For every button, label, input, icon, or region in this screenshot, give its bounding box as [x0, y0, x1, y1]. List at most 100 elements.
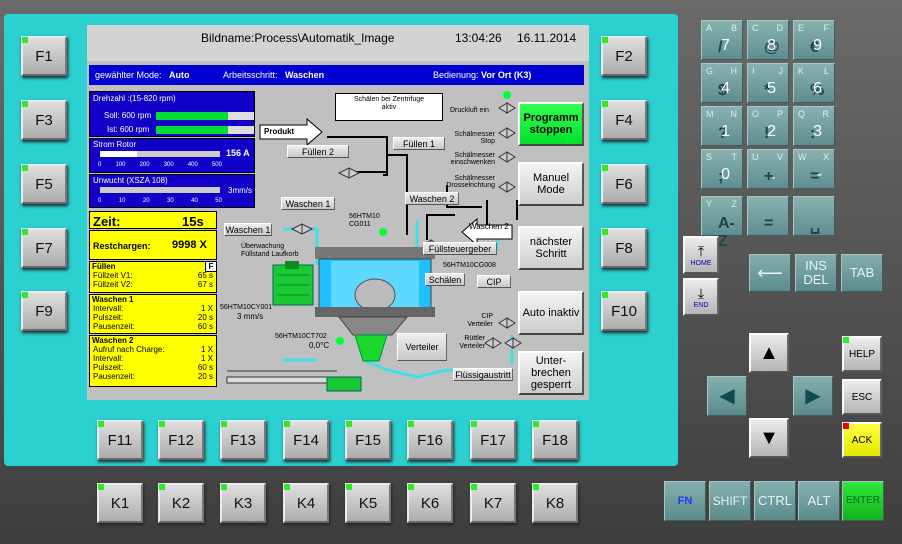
- k5-key[interactable]: K5: [345, 483, 391, 523]
- k8-key[interactable]: K8: [532, 483, 578, 523]
- time-value: 15s: [182, 214, 204, 229]
- alt-key[interactable]: ALT: [798, 481, 840, 521]
- end-key[interactable]: ⤓END: [683, 278, 719, 316]
- key-number: 5: [767, 80, 776, 97]
- key-symbol: A-Z: [718, 215, 735, 250]
- f6-key[interactable]: F6: [601, 164, 647, 204]
- f9-key[interactable]: F9: [21, 291, 67, 331]
- speed-title: Drehzahl :(15-820 rpm): [93, 94, 176, 103]
- sensor2-label: 56HTM10CG008: [443, 262, 496, 269]
- wash2-box: Waschen 2 Aufruf nach Charge:1 X Interva…: [89, 335, 217, 387]
- backspace-key[interactable]: ⟵: [749, 254, 791, 292]
- sensor3-label: 56HTM10CY001: [220, 304, 273, 311]
- ack-key[interactable]: ACK: [842, 422, 882, 458]
- fuellen2-button[interactable]: Füllen 2: [287, 145, 349, 158]
- current-value: 156 A: [226, 148, 250, 158]
- naechster-schritt-button[interactable]: nächster Schritt: [518, 226, 584, 270]
- ctrl-key[interactable]: CTRL: [754, 481, 796, 521]
- druckluft-label: Druckluft ein: [450, 107, 489, 114]
- key-symbol: *: [764, 82, 771, 99]
- cip-verteiler-label: CIP Verteiler: [467, 313, 493, 328]
- imbalance-bar: [100, 187, 220, 193]
- f12-key[interactable]: F12: [158, 420, 204, 460]
- f16-key[interactable]: F16: [407, 420, 453, 460]
- programm-stoppen-button[interactable]: Programm stoppen: [518, 102, 584, 146]
- shift-key[interactable]: SHIFT: [709, 481, 751, 521]
- f3-key[interactable]: F3: [21, 100, 67, 140]
- unterbrechen-button[interactable]: Unter- brechen gesperrt: [518, 351, 584, 395]
- motor: [272, 261, 314, 306]
- k4-key[interactable]: K4: [283, 483, 329, 523]
- f14-key[interactable]: F14: [283, 420, 329, 460]
- verteiler-button[interactable]: Verteiler: [397, 333, 447, 361]
- key-letter-right: X: [822, 152, 829, 162]
- f13-key[interactable]: F13: [220, 420, 266, 460]
- f5-key[interactable]: F5: [21, 164, 67, 204]
- k3-key[interactable]: K3: [220, 483, 266, 523]
- wash2-row: Pausenzeit:20 s: [93, 372, 213, 381]
- f8-key[interactable]: F8: [601, 228, 647, 268]
- help-key[interactable]: HELP: [842, 336, 882, 372]
- home-key[interactable]: ⤒HOME: [683, 236, 719, 274]
- tab-key[interactable]: TAB: [841, 254, 883, 292]
- f10-key[interactable]: F10: [601, 291, 647, 331]
- ins-del-key[interactable]: INS DEL: [795, 254, 837, 292]
- k6-key[interactable]: K6: [407, 483, 453, 523]
- waschen1-button[interactable]: Waschen 1: [281, 197, 335, 210]
- keypad-key[interactable]: =: [747, 196, 789, 236]
- f17-key[interactable]: F17: [470, 420, 516, 460]
- right-key[interactable]: ▶: [793, 376, 833, 416]
- enter-key[interactable]: ENTER: [842, 481, 884, 521]
- keypad-key[interactable]: ␣: [793, 196, 835, 236]
- process-note: Schälen bei Zentrifuge aktiv: [335, 93, 443, 121]
- cip-button[interactable]: CIP: [477, 275, 511, 288]
- left-key[interactable]: ◀: [707, 376, 747, 416]
- key-letter-left: E: [798, 23, 805, 33]
- k7-key[interactable]: K7: [470, 483, 516, 523]
- sensor1-label: 56HTM10 CG011: [349, 213, 380, 228]
- up-key[interactable]: ▲: [749, 333, 789, 373]
- arrow-down-icon: ⤓: [697, 285, 705, 301]
- auto-inaktiv-button[interactable]: Auto inaktiv: [518, 291, 584, 335]
- f1-key[interactable]: F1: [21, 36, 67, 76]
- speed-soll: Soll: 600 rpm: [104, 111, 152, 120]
- fn-key[interactable]: FN: [664, 481, 706, 521]
- f18-key[interactable]: F18: [532, 420, 578, 460]
- fluessig-button[interactable]: Flüssigaustritt: [453, 368, 513, 381]
- f4-key[interactable]: F4: [601, 100, 647, 140]
- k1-key[interactable]: K1: [97, 483, 143, 523]
- fill-title: Füllen: [92, 262, 116, 271]
- manuel-mode-button[interactable]: Manuel Mode: [518, 162, 584, 206]
- k2-key[interactable]: K2: [158, 483, 204, 523]
- fuellsteuer-button[interactable]: Füllsteuergeber: [423, 242, 497, 255]
- down-key[interactable]: ▼: [749, 418, 789, 458]
- key-letter-left: Q: [798, 109, 806, 119]
- f2-key[interactable]: F2: [601, 36, 647, 76]
- f7-key[interactable]: F7: [21, 228, 67, 268]
- wash2-arrow: [461, 217, 513, 247]
- sensor3-value: 3 mm/s: [237, 312, 264, 321]
- fuellen1-button[interactable]: Füllen 1: [393, 137, 445, 150]
- waschen1-left-button[interactable]: Waschen 1: [224, 223, 272, 236]
- key-letter-right: R: [822, 109, 830, 119]
- f15-key[interactable]: F15: [345, 420, 391, 460]
- waschen2-button[interactable]: Waschen 2: [405, 192, 459, 205]
- esc-key[interactable]: ESC: [842, 379, 882, 415]
- f11-key[interactable]: F11: [97, 420, 143, 460]
- schaelen-button[interactable]: Schälen: [425, 273, 465, 286]
- key-letter-left: U: [752, 152, 759, 162]
